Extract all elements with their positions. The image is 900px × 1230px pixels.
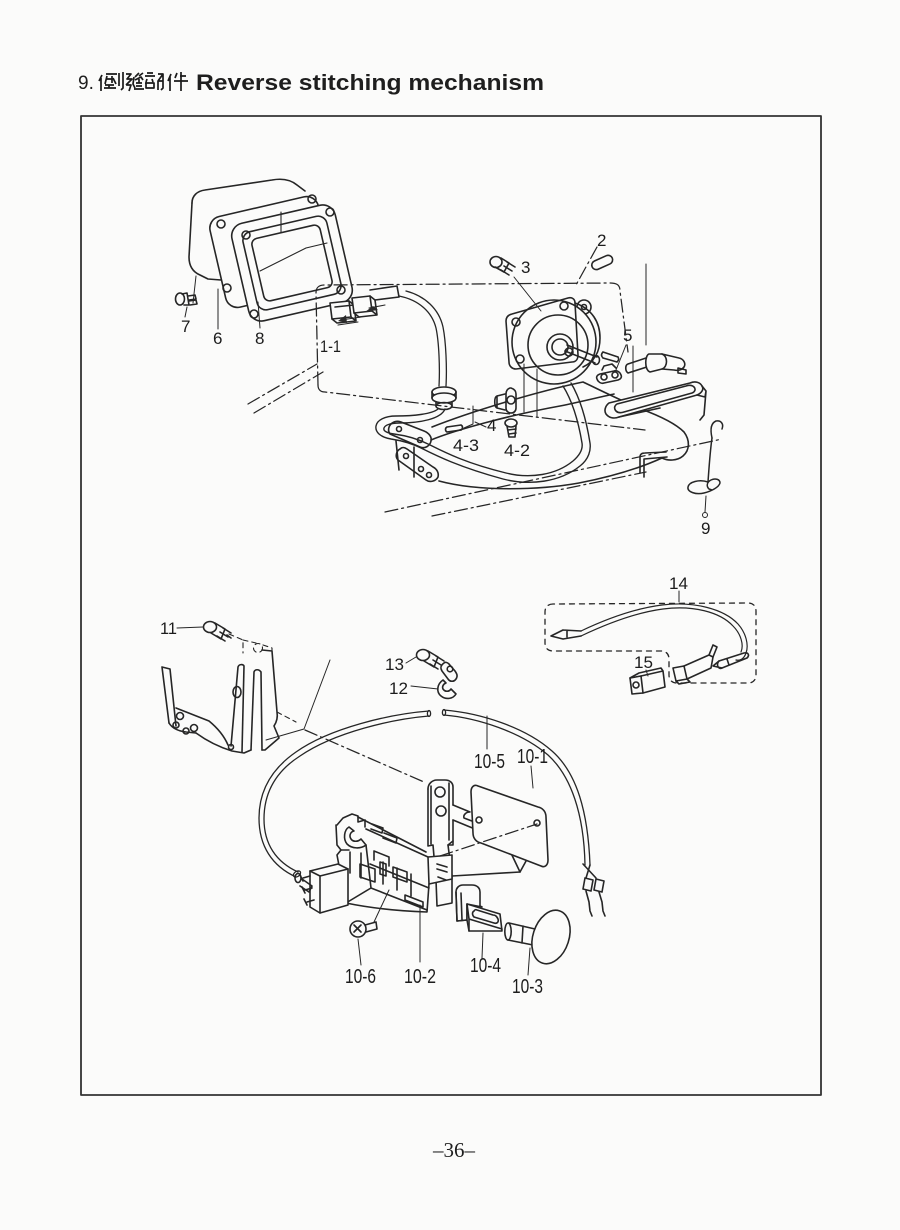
svg-text:6: 6: [213, 329, 222, 348]
svg-text:3: 3: [521, 258, 530, 277]
svg-text:4: 4: [487, 416, 496, 435]
svg-text:10-5: 10-5: [474, 751, 505, 773]
svg-text:14: 14: [669, 574, 688, 593]
svg-text:5: 5: [623, 326, 632, 345]
svg-text:4-3: 4-3: [453, 436, 479, 455]
svg-text:13: 13: [385, 655, 404, 674]
svg-text:10-3: 10-3: [512, 976, 543, 998]
svg-text:7: 7: [181, 317, 190, 336]
svg-text:–36–: –36–: [432, 1138, 476, 1162]
svg-text:10-1: 10-1: [517, 746, 548, 768]
svg-text:11: 11: [160, 619, 177, 638]
svg-text:4-2: 4-2: [504, 441, 530, 460]
svg-text:15: 15: [634, 653, 653, 672]
svg-text:9: 9: [701, 519, 710, 538]
svg-text:9.: 9.: [78, 73, 94, 94]
svg-text:2: 2: [597, 231, 606, 250]
svg-text:Reverse stitching mechanism: Reverse stitching mechanism: [196, 70, 544, 95]
svg-text:8: 8: [255, 329, 264, 348]
svg-text:12: 12: [389, 679, 408, 698]
svg-text:10-4: 10-4: [470, 955, 501, 977]
svg-text:10-6: 10-6: [345, 966, 376, 988]
svg-text:1-1: 1-1: [320, 337, 341, 356]
svg-text:10-2: 10-2: [404, 966, 436, 988]
